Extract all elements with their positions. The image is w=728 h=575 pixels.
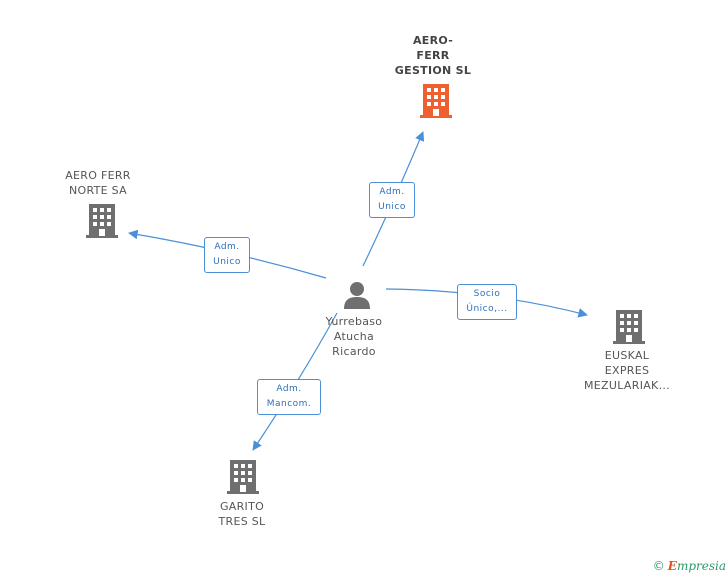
- person-name-line: Atucha: [333, 330, 375, 343]
- company-name-line: AERO FERR: [65, 169, 131, 182]
- relation-label-line: Unico: [378, 202, 406, 212]
- relation-label-socio-unico[interactable]: Socio Único,...: [457, 284, 517, 320]
- company-name-line: EUSKAL: [604, 349, 650, 362]
- relation-label-line: Unico: [213, 257, 241, 267]
- person-name-line: Ricardo: [332, 345, 376, 358]
- person-name-line: Yurrebaso: [325, 315, 383, 328]
- person-icon[interactable]: [342, 280, 372, 310]
- building-icon[interactable]: [86, 204, 118, 238]
- relation-label-line: Adm.: [214, 242, 240, 252]
- company-name-line: NORTE SA: [68, 184, 127, 197]
- relation-label-line: Único,...: [466, 304, 508, 314]
- company-name-line: GARITO: [219, 500, 265, 513]
- company-label-aero-ferr-gestion[interactable]: AERO- FERR GESTION SL: [378, 33, 488, 78]
- relation-label-line: Adm.: [276, 384, 302, 394]
- company-name-line: TRES SL: [218, 515, 266, 528]
- building-icon[interactable]: [420, 84, 452, 118]
- brand-logo-initial: E: [667, 559, 677, 573]
- company-name-line: FERR: [416, 49, 450, 62]
- person-name[interactable]: Yurrebaso Atucha Ricardo: [304, 314, 404, 359]
- relation-label-adm-mancom[interactable]: Adm. Mancom.: [257, 379, 321, 415]
- relation-label-line: Adm.: [379, 187, 405, 197]
- company-name-line: MEZULARIAK...: [584, 379, 670, 392]
- company-name-line: GESTION SL: [394, 64, 472, 77]
- relation-label-adm-unico[interactable]: Adm. Unico: [369, 182, 415, 218]
- company-name-line: AERO-: [412, 34, 454, 47]
- building-icon[interactable]: [613, 310, 645, 344]
- company-label-garito-tres[interactable]: GARITO TRES SL: [194, 499, 290, 529]
- brand-logo-text: mpresia: [676, 559, 726, 573]
- building-icon[interactable]: [227, 460, 259, 494]
- brand-footer: ©Empresia: [653, 559, 726, 573]
- relation-label-line: Mancom.: [266, 399, 312, 409]
- company-name-line: EXPRES: [604, 364, 650, 377]
- company-label-euskal-expres[interactable]: EUSKAL EXPRES MEZULARIAK...: [571, 348, 683, 393]
- company-label-aero-ferr-norte[interactable]: AERO FERR NORTE SA: [48, 168, 148, 198]
- relation-label-adm-unico[interactable]: Adm. Unico: [204, 237, 250, 273]
- relation-label-line: Socio: [473, 289, 501, 299]
- copyright-icon: ©: [652, 559, 665, 573]
